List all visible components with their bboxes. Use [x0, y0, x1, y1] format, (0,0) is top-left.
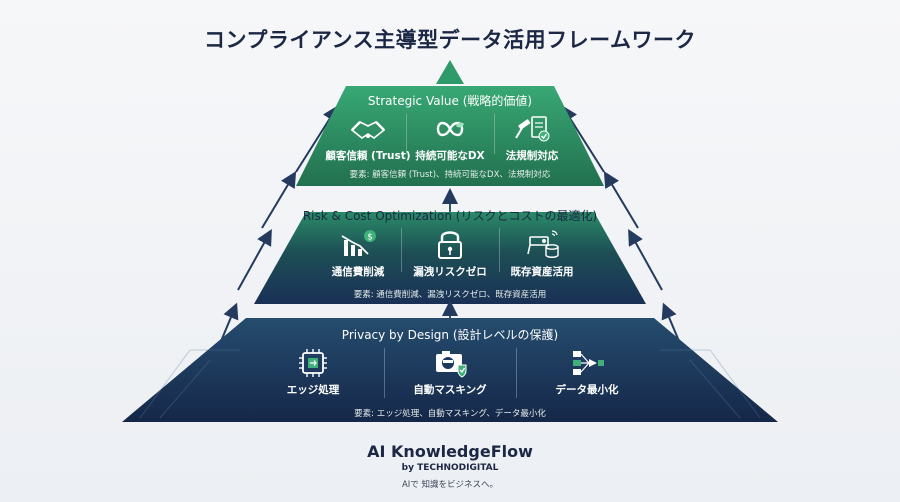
tier-bottom-item-edge: エッジ処理 [258, 348, 368, 397]
tier-middle-title: Risk & Cost Optimization (リスクとコストの最適化) [302, 209, 598, 223]
tier-middle-item-label: 通信費削減 [331, 266, 385, 278]
data-flow-icon [573, 351, 604, 375]
padlock-icon [438, 231, 462, 259]
handshake-icon [350, 121, 386, 139]
divider [516, 348, 517, 398]
circuit-pattern [139, 349, 761, 419]
apex-arrow [436, 60, 464, 84]
divider [401, 228, 402, 272]
tier-top-item-label: 顧客信頼 (Trust) [325, 150, 411, 162]
tier-bottom-item-label: エッジ処理 [286, 384, 340, 396]
tier-top-item-dx: 持続可能なDX [395, 114, 505, 163]
page-title: コンプライアンス主導型データ活用フレームワーク [204, 28, 696, 52]
cloud-database-icon [527, 230, 559, 258]
brand-tagline: AIで 知識をビジネスへ。 [401, 480, 499, 490]
camera-mask-icon [436, 351, 467, 378]
tier-top-item-trust: 顧客信頼 (Trust) [313, 114, 423, 163]
tier-bottom-title: Privacy by Design (設計レベルの保護) [341, 328, 559, 342]
tier-bottom-item-minimization: データ最小化 [532, 348, 642, 397]
chart-down-dollar-icon: $ [341, 230, 376, 256]
gavel-document-icon [515, 116, 550, 142]
tier-middle-item-label: 漏洩リスクゼロ [413, 266, 487, 278]
growth-arrows-left [213, 105, 339, 359]
tier-bottom-item-label: 自動マスキング [413, 384, 487, 396]
svg-text:$: $ [367, 233, 373, 243]
infinity-leaf-icon [436, 121, 464, 137]
divider [384, 348, 385, 398]
brand-name: AI KnowledgeFlow [367, 442, 533, 461]
tier-top-elements: 要素: 顧客信頼 (Trust)、持続可能なDX、法規制対応 [349, 170, 551, 180]
chip-icon [299, 349, 327, 377]
tier-bottom-item-label: データ最小化 [555, 384, 619, 396]
brand-by: by TECHNODIGITAL [401, 463, 499, 473]
tier-top-title: Strategic Value (戦略的価値) [367, 94, 533, 108]
tier-middle-item-risk: 漏洩リスクゼロ [395, 228, 505, 279]
tier-top-item-label: 法規制対応 [505, 150, 559, 162]
tier-bottom-item-masking: 自動マスキング [395, 348, 505, 397]
tier-bottom-elements: 要素: エッジ処理、自動マスキング、データ最小化 [354, 409, 546, 419]
tier-top-shape [296, 86, 604, 186]
tier-middle-item-cost: $ 通信費削減 [303, 228, 413, 279]
tier-middle-item-label: 既存資産活用 [510, 266, 574, 278]
tier-middle-item-assets: 既存資産活用 [487, 228, 597, 279]
divider [499, 228, 500, 272]
tier-top-item-label: 持続可能なDX [415, 150, 485, 162]
divider [406, 114, 407, 154]
tier-middle-elements: 要素: 通信費削減、漏洩リスクゼロ、既存資産活用 [353, 290, 547, 300]
tier-top-item-compliance: 法規制対応 [477, 114, 587, 163]
divider [494, 114, 495, 154]
